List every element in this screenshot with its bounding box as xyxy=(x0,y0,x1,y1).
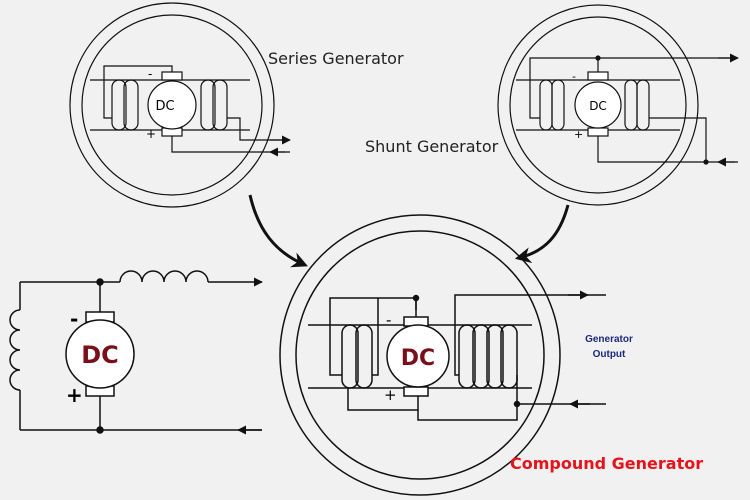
shunt-plus-sign: + xyxy=(574,128,583,141)
compound-minus-sign: - xyxy=(386,311,391,329)
generator-output-line-2: Output xyxy=(592,349,626,360)
compound-field-coils xyxy=(341,324,518,389)
shunt-field-coils xyxy=(539,79,650,131)
generator-output-line-1: Generator xyxy=(585,334,633,345)
shunt-to-compound-arrow xyxy=(514,204,570,264)
compound-generator-title: Compound Generator xyxy=(510,454,704,473)
compound-inner-ring xyxy=(295,230,545,480)
generator-output-label: Generator Output xyxy=(575,332,643,362)
compound-schematic xyxy=(9,270,263,435)
series-armature xyxy=(147,80,197,130)
shunt-generator-title: Shunt Generator xyxy=(365,137,499,156)
series-generator xyxy=(69,2,291,208)
series-field-coils xyxy=(111,79,228,131)
schematic-armature xyxy=(65,319,135,389)
series-dc-label: DC xyxy=(155,99,174,114)
shunt-dc-label: DC xyxy=(589,99,607,113)
compound-outer-ring xyxy=(279,214,561,496)
series-generator-title: Series Generator xyxy=(268,49,404,68)
schematic-minus-sign: - xyxy=(70,307,78,331)
shunt-field-winding xyxy=(9,309,21,391)
compound-dc-label: DC xyxy=(401,346,435,371)
compound-generator xyxy=(279,214,606,496)
series-field-winding xyxy=(119,270,209,283)
shunt-outer-ring xyxy=(497,4,699,206)
schematic-plus-sign: + xyxy=(66,383,83,407)
shunt-minus-sign: - xyxy=(572,70,576,83)
series-inner-ring xyxy=(81,14,263,196)
series-to-compound-arrow xyxy=(248,194,308,268)
schematic-dc-label: DC xyxy=(81,341,119,369)
compound-armature xyxy=(386,324,450,388)
series-plus-sign: + xyxy=(146,127,156,141)
shunt-armature xyxy=(574,81,622,129)
series-outer-ring xyxy=(69,2,275,208)
series-minus-sign: - xyxy=(148,67,152,81)
shunt-inner-ring xyxy=(509,16,687,194)
compound-plus-sign: + xyxy=(384,386,397,404)
shunt-generator xyxy=(497,4,739,206)
